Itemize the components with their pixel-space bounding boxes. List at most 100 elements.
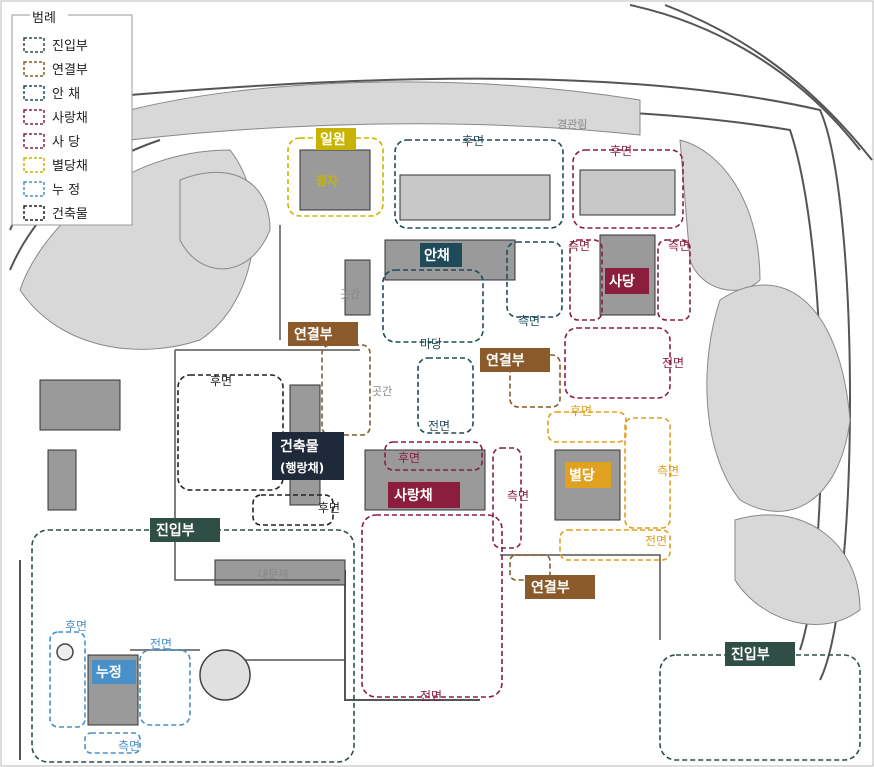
badge-entry-left-bg bbox=[150, 518, 220, 542]
legend-box bbox=[11, 14, 133, 226]
badge-sarangchae: 사랑채 bbox=[394, 488, 433, 504]
zone-haeng-rear-outline bbox=[252, 494, 334, 526]
badge-geonchukmul: 건축물 bbox=[280, 438, 319, 455]
label-rear-sadang: 후면 bbox=[610, 144, 632, 158]
label-gyeonggwanrim: 경관림 bbox=[557, 118, 587, 131]
label-side-sarang: 측면 bbox=[507, 489, 529, 503]
zone-byeol-rear-outline bbox=[547, 411, 627, 443]
badge-byeoldang: 별당 bbox=[569, 467, 595, 484]
zone-nu-rear-outline bbox=[49, 631, 86, 728]
badge-connect-mid-bg bbox=[480, 348, 550, 372]
zone-madang-outline bbox=[382, 269, 484, 343]
label-rear-anchae: 후면 bbox=[462, 134, 484, 148]
building-gotgan bbox=[344, 259, 371, 316]
legend-title: 범례 bbox=[32, 11, 56, 26]
small-labels: 정자 경관림 곳간 곳간 마당 대문채 후면 후면 측면 측면 측면 전면 후면… bbox=[65, 118, 690, 753]
trees bbox=[19, 81, 861, 625]
zone-anchae-side-outline bbox=[506, 241, 563, 318]
badge-entry-right: 진입부 bbox=[731, 646, 770, 663]
badge-connect-bottom-bg bbox=[525, 575, 595, 599]
label-gotgan-1: 곳간 bbox=[340, 288, 360, 301]
label-side-sadang-left: 측면 bbox=[568, 239, 590, 253]
badge-geonchukmul-bg bbox=[272, 432, 344, 480]
badge-connect-left-bg bbox=[288, 322, 358, 346]
legend-label-building: 건축물 bbox=[52, 207, 88, 222]
legend: 범례 진입부 연결부 안 채 사랑채 사 당 별당채 누 정 건축물 bbox=[11, 8, 133, 226]
zone-nu-side-outline bbox=[84, 732, 141, 754]
building-jeongja bbox=[299, 149, 371, 211]
zone-badges: 일원 안채 사당 연결부 연결부 건축물 (행랑채) 사랑채 별당 진입부 연결… bbox=[92, 128, 795, 684]
label-front-byeol: 전면 bbox=[645, 534, 667, 548]
legend-label-sadang: 사 당 bbox=[52, 135, 80, 150]
building-rear-sadang bbox=[579, 169, 676, 216]
label-jeongja: 정자 bbox=[316, 173, 338, 188]
label-rear-haeng: 후면 bbox=[318, 501, 340, 515]
zone-nu-front-outline bbox=[139, 649, 191, 726]
zone-sarang-front-outline bbox=[361, 514, 503, 698]
badge-entry-left: 진입부 bbox=[156, 522, 195, 539]
label-side-byeol: 측면 bbox=[657, 464, 679, 478]
legend-label-anchae: 안 채 bbox=[52, 87, 80, 102]
badge-haengrangchae: (행랑채) bbox=[280, 460, 324, 475]
legend-label-entry: 진입부 bbox=[52, 39, 88, 54]
label-gotgan-2: 곳간 bbox=[372, 385, 392, 398]
badge-connect-left: 연결부 bbox=[294, 326, 333, 343]
label-front-nu: 전면 bbox=[150, 637, 172, 651]
zone-byeol-front-outline bbox=[559, 529, 671, 561]
label-front-sarang: 전면 bbox=[420, 689, 442, 703]
badge-anchae-bg bbox=[420, 243, 462, 267]
legend-swatch-sadang bbox=[23, 133, 45, 149]
badge-byeoldang-bg bbox=[565, 462, 611, 488]
badge-connect-mid: 연결부 bbox=[486, 352, 525, 369]
label-front-mid: 전면 bbox=[428, 419, 450, 433]
label-side-nu: 측면 bbox=[118, 739, 140, 753]
zone-anchae-front-outline bbox=[417, 357, 474, 434]
zone-sadang-side-left-outline bbox=[569, 239, 603, 321]
legend-swatch-sarang bbox=[23, 109, 45, 125]
label-side-anchae: 측면 bbox=[518, 314, 540, 328]
badge-ilwon: 일원 bbox=[320, 132, 346, 148]
small-well bbox=[56, 643, 74, 661]
legend-swatch-anchae bbox=[23, 85, 45, 101]
legend-label-sarang: 사랑채 bbox=[52, 111, 88, 126]
zone-sarang-rear-outline bbox=[384, 441, 483, 471]
legend-label-nujeong: 누 정 bbox=[52, 183, 80, 198]
zone-sadang-rear-outline bbox=[572, 149, 684, 229]
legend-items: 진입부 연결부 안 채 사랑채 사 당 별당채 누 정 건축물 bbox=[23, 37, 88, 222]
legend-swatch-building bbox=[23, 205, 45, 221]
building-left-annex bbox=[47, 449, 77, 511]
legend-swatch-byeoldang bbox=[23, 157, 45, 173]
building-daemunchae bbox=[214, 559, 346, 586]
label-side-sadang-right: 측면 bbox=[668, 239, 690, 253]
label-daemunchae: 대문채 bbox=[258, 568, 288, 581]
zone-byeol-side-outline bbox=[624, 417, 671, 529]
zone-sadang-front-outline bbox=[564, 327, 671, 399]
badge-sadang: 사당 bbox=[609, 273, 635, 290]
legend-label-byeoldang: 별당채 bbox=[52, 159, 88, 174]
label-rear-nu: 후면 bbox=[65, 619, 87, 633]
badge-sarangchae-bg bbox=[388, 482, 460, 508]
building-left-shed bbox=[39, 379, 121, 431]
label-front-sadang: 전면 bbox=[662, 356, 684, 370]
badge-sadang-bg bbox=[605, 268, 649, 294]
label-rear-byeol: 후면 bbox=[570, 404, 592, 418]
legend-swatch-connect bbox=[23, 61, 45, 77]
legend-swatch-entry bbox=[23, 37, 45, 53]
well bbox=[199, 649, 251, 701]
badge-ilwon-bg bbox=[316, 128, 356, 150]
badge-nujeong: 누정 bbox=[96, 664, 122, 681]
label-madang: 마당 bbox=[420, 337, 442, 351]
badge-entry-right-bg bbox=[725, 642, 795, 666]
badge-connect-bottom: 연결부 bbox=[531, 579, 570, 596]
badge-anchae: 안채 bbox=[424, 247, 450, 264]
walls bbox=[130, 225, 661, 661]
legend-label-connect: 연결부 bbox=[52, 63, 88, 78]
label-rear-left: 후면 bbox=[210, 374, 232, 388]
zone-sarang-side-outline bbox=[492, 447, 522, 549]
zone-sadang-side-right-outline bbox=[657, 239, 691, 321]
building-rear-hall bbox=[399, 174, 551, 221]
legend-swatch-nujeong bbox=[23, 181, 45, 197]
badge-nujeong-bg bbox=[92, 660, 136, 684]
zone-anchae-rear-outline bbox=[394, 139, 564, 229]
